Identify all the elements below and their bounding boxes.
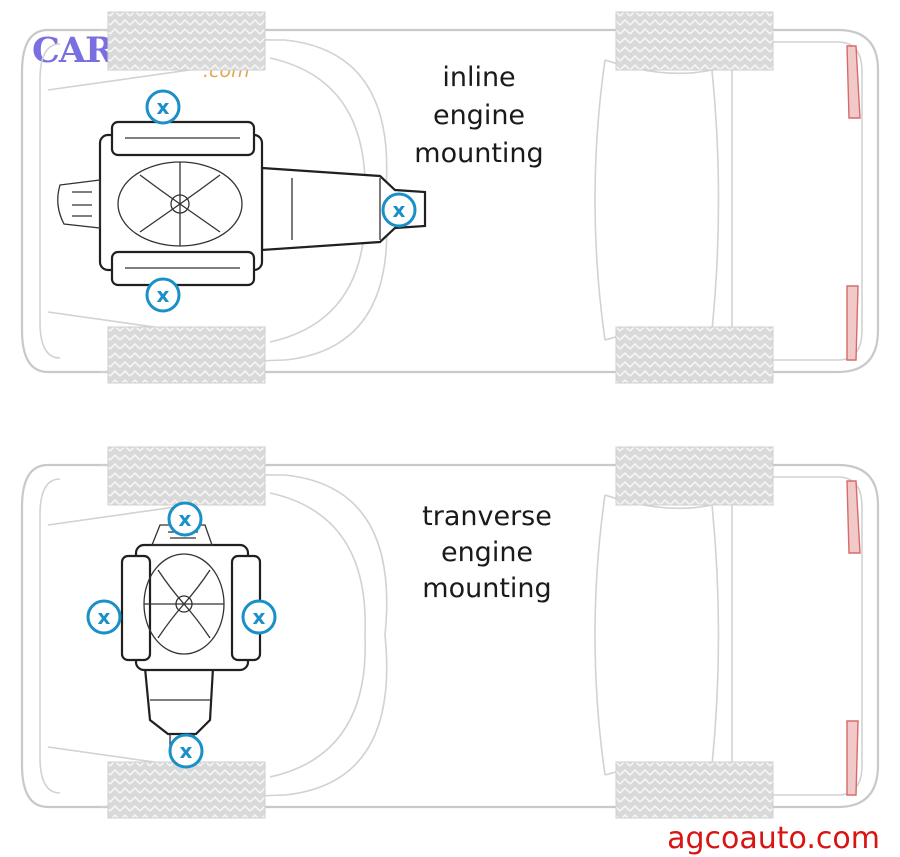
transverse-label-line-3: mounting xyxy=(422,573,551,604)
agcoauto-credit: agcoauto.com xyxy=(667,821,880,856)
inline-label-line-3: mounting xyxy=(414,138,543,169)
transverse-mounting-diagram: x x x x tranverse engine mounting xyxy=(20,445,880,820)
transverse-label-line-1: tranverse xyxy=(422,501,552,532)
transverse-mount-left: x xyxy=(86,599,122,635)
mount-x-label: x xyxy=(393,198,406,222)
mount-x-label: x xyxy=(98,605,111,629)
inline-label-line-2: engine xyxy=(433,100,525,131)
inline-mount-front-top: x xyxy=(145,89,181,125)
mount-point-marker xyxy=(145,89,181,125)
inline-mount-front-bottom: x xyxy=(145,277,181,313)
inline-mount-transmission: x xyxy=(381,192,417,228)
mount-x-label: x xyxy=(179,507,192,531)
inline-mounting-diagram: x x x inline engine mounting xyxy=(20,10,880,385)
transverse-mount-top: x xyxy=(167,501,203,537)
mount-x-label: x xyxy=(157,95,170,119)
transverse-mount-right: x xyxy=(241,599,277,635)
mount-point-marker xyxy=(381,192,417,228)
mount-point-marker xyxy=(167,501,203,537)
mount-x-label: x xyxy=(157,283,170,307)
inline-label-line-1: inline xyxy=(442,62,515,93)
mount-x-label: x xyxy=(180,739,193,763)
transverse-label-line-2: engine xyxy=(441,537,533,568)
inline-engine-drawing xyxy=(57,120,427,287)
mount-point-marker xyxy=(145,277,181,313)
mount-point-marker xyxy=(168,733,204,769)
mount-point-marker xyxy=(86,599,122,635)
mount-x-label: x xyxy=(253,605,266,629)
mount-point-marker xyxy=(241,599,277,635)
transverse-mount-bottom: x xyxy=(168,733,204,769)
transverse-engine-drawing xyxy=(120,524,262,749)
